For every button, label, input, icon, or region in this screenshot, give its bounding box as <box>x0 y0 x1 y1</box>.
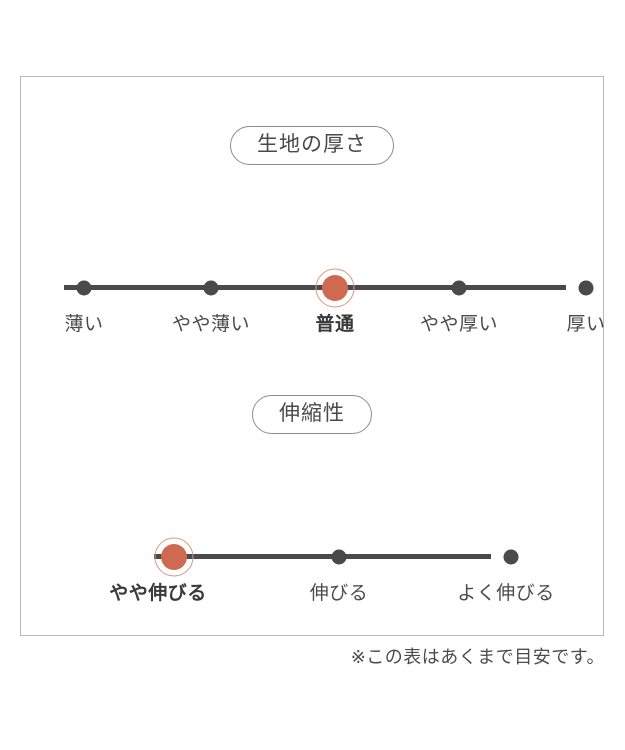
stretch-rail <box>154 554 491 559</box>
stretch-scale-area: やや伸びる 伸びる よく伸びる <box>21 472 603 603</box>
thickness-label-5: 厚い <box>566 314 606 335</box>
thickness-label-3: 普通 <box>315 314 355 335</box>
fabric-spec-card: 生地の厚さ 薄い やや薄い 普通 やや厚い 厚い 伸縮性 <box>20 76 605 636</box>
stretch-dot-2[interactable] <box>331 549 347 564</box>
stretch-dot-1-selected[interactable] <box>161 543 187 570</box>
stretch-heading-pill: 伸縮性 <box>252 395 372 434</box>
thickness-label-1: 薄い <box>64 314 104 335</box>
thickness-dot-1[interactable] <box>76 280 92 295</box>
thickness-scale-area: 薄い やや薄い 普通 やや厚い 厚い <box>21 203 605 334</box>
stretch-dot-3[interactable] <box>503 549 519 564</box>
thickness-rail <box>64 285 566 290</box>
thickness-dot-3-selected[interactable] <box>322 274 348 301</box>
stretch-label-2: 伸びる <box>309 583 369 604</box>
thickness-heading-row: 生地の厚さ <box>21 126 603 165</box>
scale-block-stretch: 伸縮性 やや伸びる 伸びる よく伸びる <box>21 395 603 603</box>
thickness-label-2: やや薄い <box>171 314 251 335</box>
thickness-label-4: やや厚い <box>419 314 499 335</box>
stretch-label-3: よく伸びる <box>457 583 555 604</box>
thickness-dot-4[interactable] <box>451 280 467 295</box>
thickness-dot-5[interactable] <box>578 280 594 295</box>
thickness-dot-2[interactable] <box>203 280 219 295</box>
stretch-heading-row: 伸縮性 <box>21 395 603 434</box>
thickness-heading-pill: 生地の厚さ <box>230 126 394 165</box>
stretch-selected-ring <box>154 537 194 576</box>
thickness-selected-ring <box>315 268 355 307</box>
stretch-label-1: やや伸びる <box>109 583 207 604</box>
scale-block-thickness: 生地の厚さ 薄い やや薄い 普通 やや厚い 厚い <box>21 126 605 334</box>
chart-footnote: ※この表はあくまで目安です。 <box>350 647 605 667</box>
